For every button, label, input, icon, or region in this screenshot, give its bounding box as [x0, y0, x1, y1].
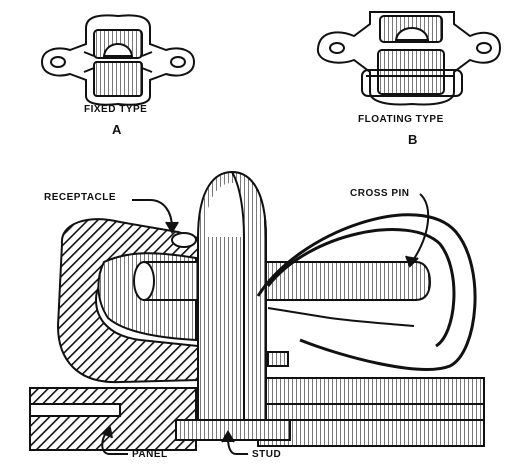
- callout-leaders: [101, 193, 430, 455]
- cross-pin-label: CROSS PIN: [350, 188, 410, 199]
- panel-label: PANEL: [132, 449, 168, 460]
- floating-type-receptacle-icon: [316, 11, 502, 106]
- spring-clip: [256, 213, 477, 371]
- receptacle-label: RECEPTACLE: [44, 192, 117, 203]
- floating-type-caption: FLOATING TYPE: [358, 114, 444, 125]
- fixed-type-receptacle-icon: [40, 14, 196, 106]
- fixed-type-letter: A: [112, 122, 122, 137]
- fixed-type-caption: FIXED TYPE: [84, 104, 148, 115]
- floating-type-letter: B: [408, 132, 418, 147]
- stud: [175, 170, 291, 441]
- stud-label: STUD: [252, 449, 282, 460]
